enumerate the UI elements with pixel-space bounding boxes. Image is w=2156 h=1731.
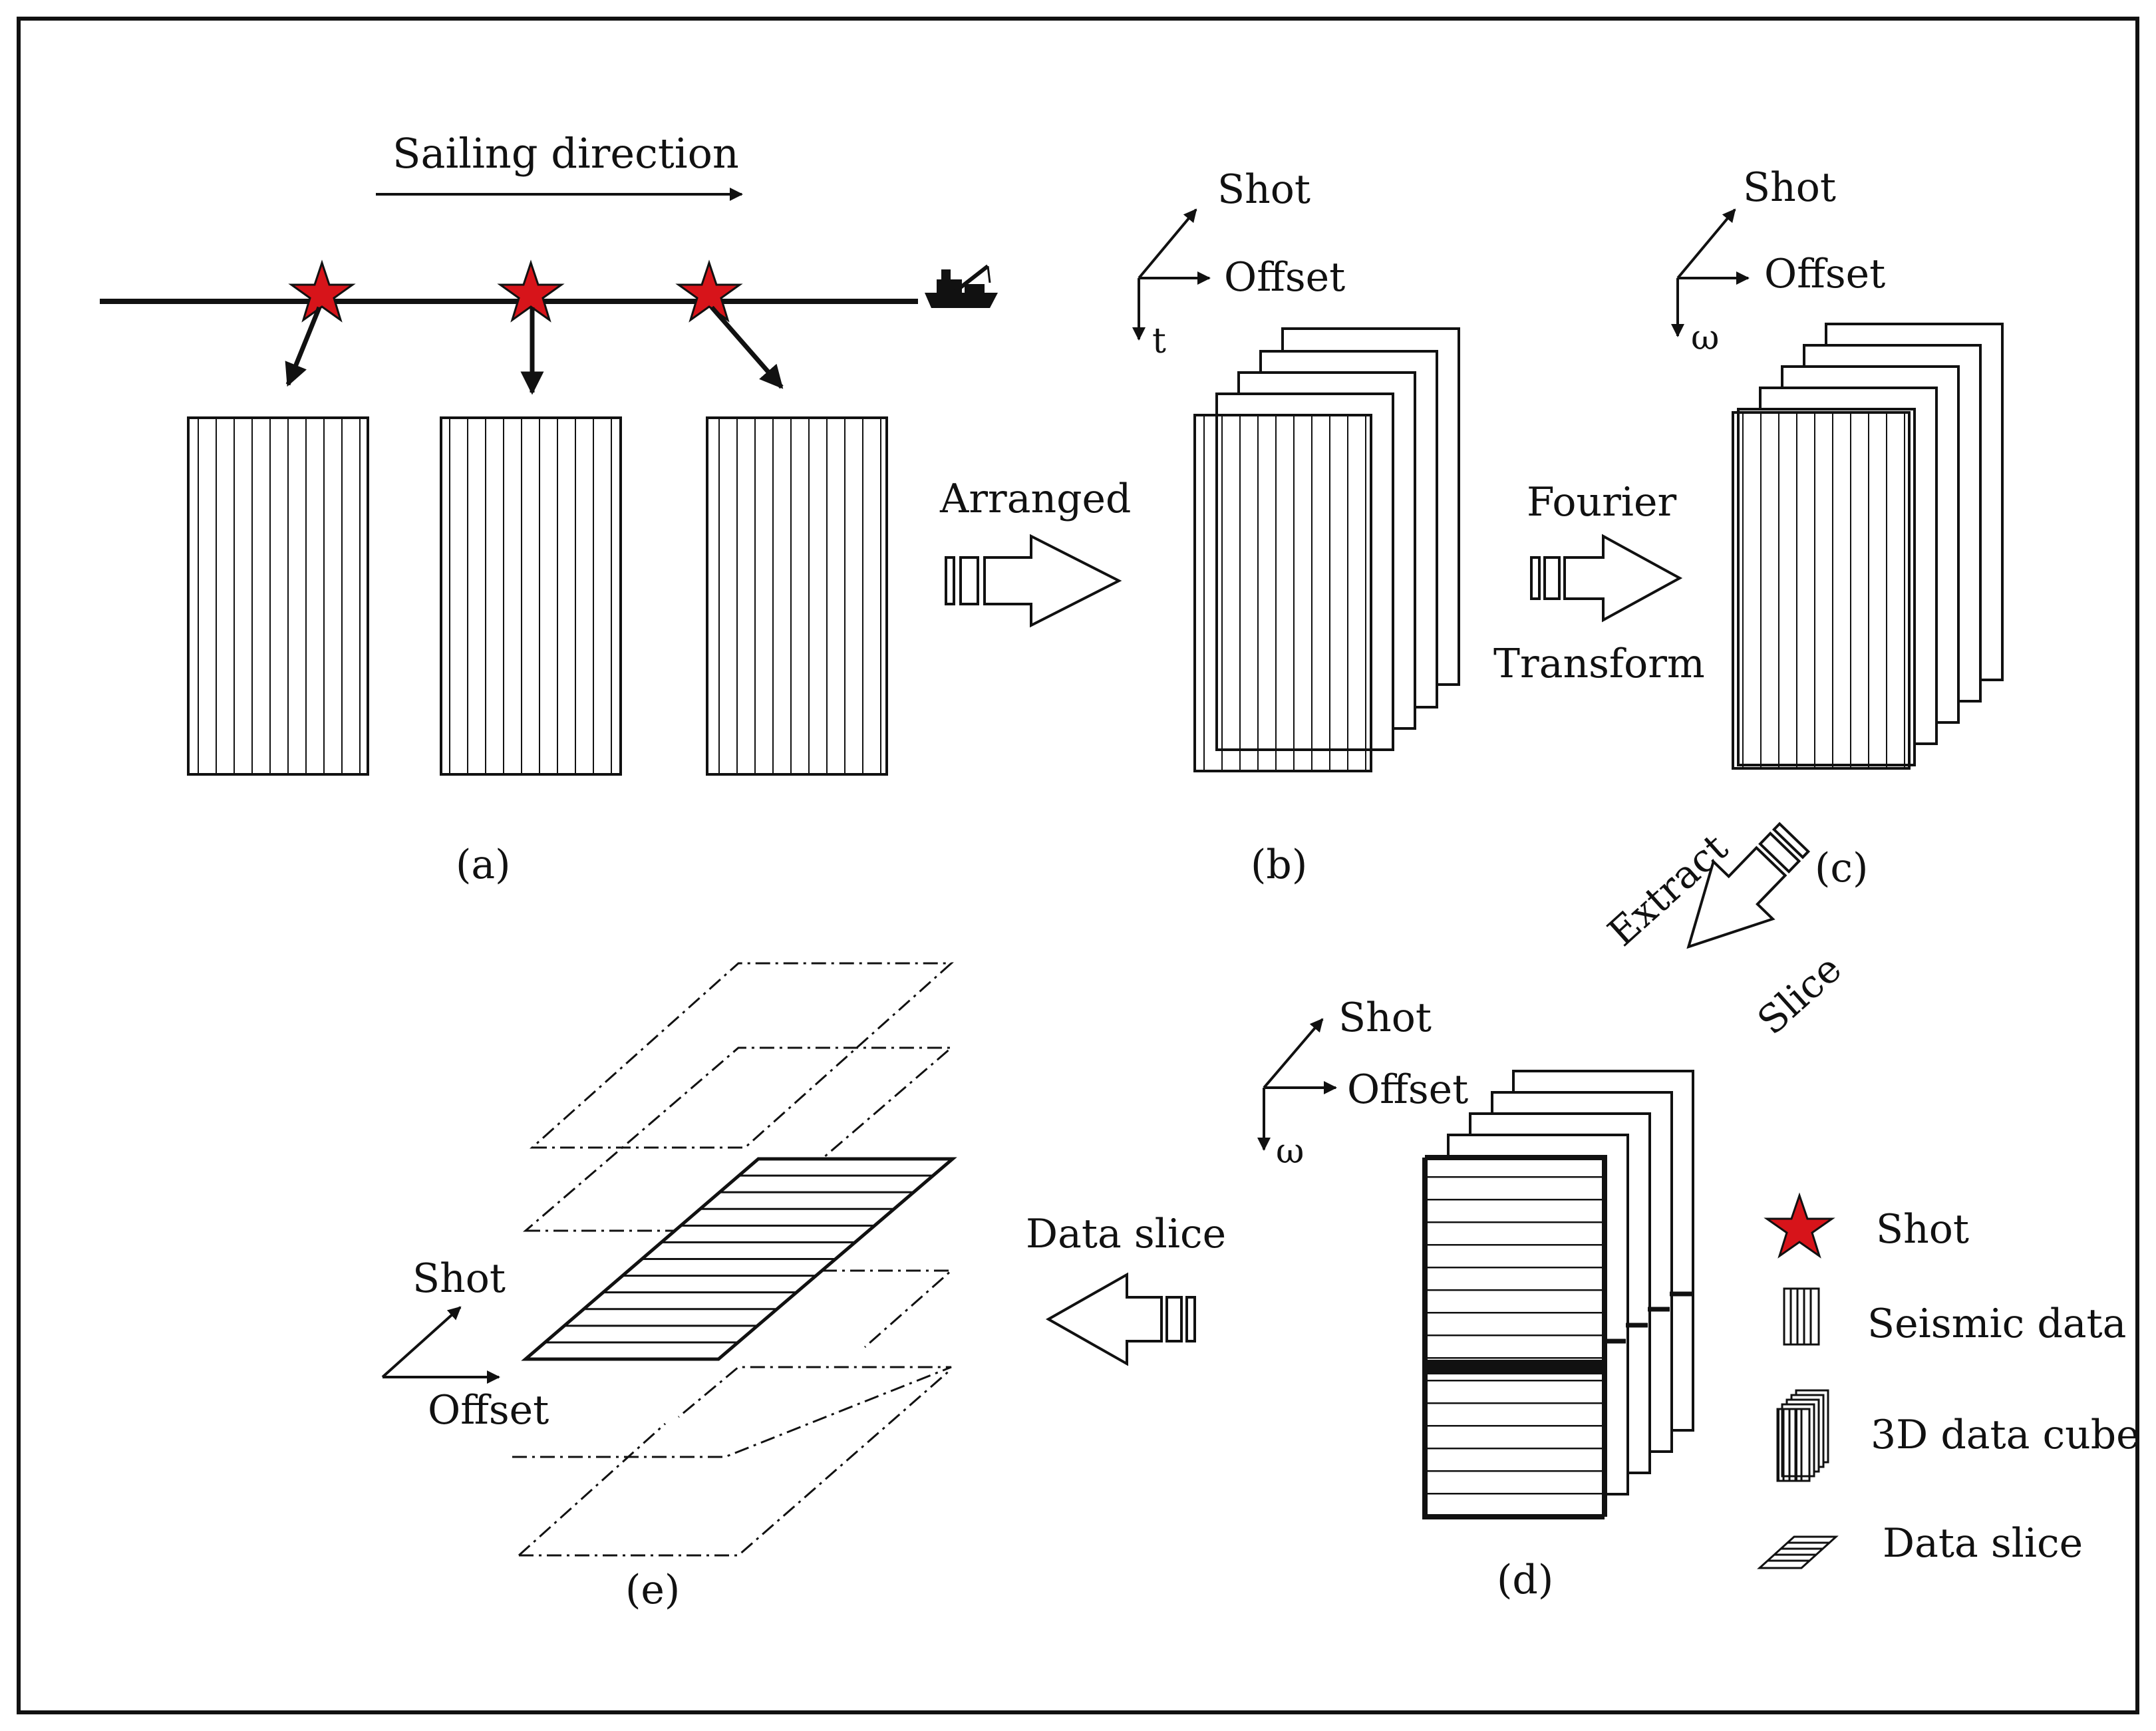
- figure-frame: [17, 17, 2139, 1714]
- caption-d: (d): [1497, 1557, 1553, 1603]
- legend-shot-icon: [1764, 1192, 1835, 1259]
- fourier-label: Fourier: [1527, 479, 1676, 526]
- axis-shot-b: Shot: [1217, 166, 1310, 213]
- arranged-arrow: [945, 534, 1122, 628]
- shot-star-3: [675, 259, 743, 323]
- axes-c: [1671, 208, 1750, 337]
- legend-slice-label: Data slice: [1883, 1520, 2083, 1567]
- axes-e: [381, 1306, 500, 1384]
- data-cube-d: [1422, 1070, 1694, 1519]
- axis-offset-c: Offset: [1764, 251, 1885, 297]
- data-cube-c: [1732, 323, 2004, 770]
- legend-seismic-icon: [1783, 1287, 1820, 1346]
- shot-gather-3: [706, 416, 888, 776]
- caption-c: (c): [1815, 845, 1868, 891]
- data-slice-step: Data slice: [1026, 1211, 1226, 1366]
- caption-b: (b): [1251, 842, 1307, 888]
- slice-label: Slice: [1749, 946, 1850, 1044]
- shot-star-1: [288, 259, 356, 323]
- legend-cube-icon: [1776, 1389, 1829, 1482]
- shot-arrow-1: [285, 306, 322, 387]
- legend-shot-label: Shot: [1876, 1206, 1969, 1253]
- extract-step: Extract Slice: [1599, 822, 1850, 1044]
- extract-arrow: [1686, 822, 1811, 949]
- arranged-label: Arranged: [939, 476, 1131, 522]
- data-cube-b: [1193, 327, 1460, 772]
- axis-omega-c: ω: [1691, 318, 1719, 358]
- arranged-step: Arranged: [939, 476, 1131, 628]
- axis-shot-e: Shot: [412, 1255, 506, 1302]
- panel-b: Shot Offset t (b): [1132, 166, 1460, 888]
- shot-gather-2: [440, 416, 622, 776]
- shot-star-2: [497, 259, 565, 323]
- slice-stack-dashed: [512, 962, 955, 1557]
- legend-cube-label: 3D data cube: [1871, 1412, 2140, 1458]
- highlighted-frequency-slice: [1424, 1291, 1693, 1374]
- axis-offset-e: Offset: [428, 1387, 549, 1434]
- axes-d: [1257, 1018, 1337, 1151]
- panel-e: Shot Offset (e): [381, 962, 957, 1613]
- axis-offset-d: Offset: [1347, 1066, 1468, 1113]
- caption-e: (e): [625, 1567, 680, 1613]
- sailing-direction-label: Sailing direction: [392, 129, 739, 178]
- shot-arrow-3: [710, 305, 784, 389]
- axis-shot-d: Shot: [1338, 995, 1432, 1041]
- fourier-step: Fourier Transform: [1493, 479, 1705, 687]
- legend-slice-icon: [1757, 1535, 1839, 1569]
- extracted-data-slice: [521, 1157, 957, 1361]
- legend-seismic-label: Seismic data: [1867, 1301, 2126, 1347]
- axes-b: [1132, 208, 1211, 341]
- panel-a: Sailing direction: [100, 129, 998, 888]
- data-slice-label: Data slice: [1026, 1211, 1226, 1257]
- panel-d: Shot Offset ω (d): [1257, 995, 1694, 1603]
- axis-t-b: t: [1152, 321, 1166, 361]
- caption-a: (a): [456, 842, 511, 888]
- data-slice-arrow: [1045, 1272, 1196, 1366]
- fourier-arrow: [1530, 534, 1683, 623]
- legend: Shot Seismic data 3D data cube: [1757, 1192, 2140, 1569]
- transform-label: Transform: [1493, 641, 1705, 687]
- axis-shot-c: Shot: [1743, 164, 1836, 211]
- ship-icon: [925, 264, 998, 308]
- axis-offset-b: Offset: [1224, 254, 1345, 301]
- axis-omega-d: ω: [1276, 1132, 1304, 1172]
- panel-c: Shot Offset ω (c): [1671, 164, 2004, 891]
- shot-gather-1: [187, 416, 369, 776]
